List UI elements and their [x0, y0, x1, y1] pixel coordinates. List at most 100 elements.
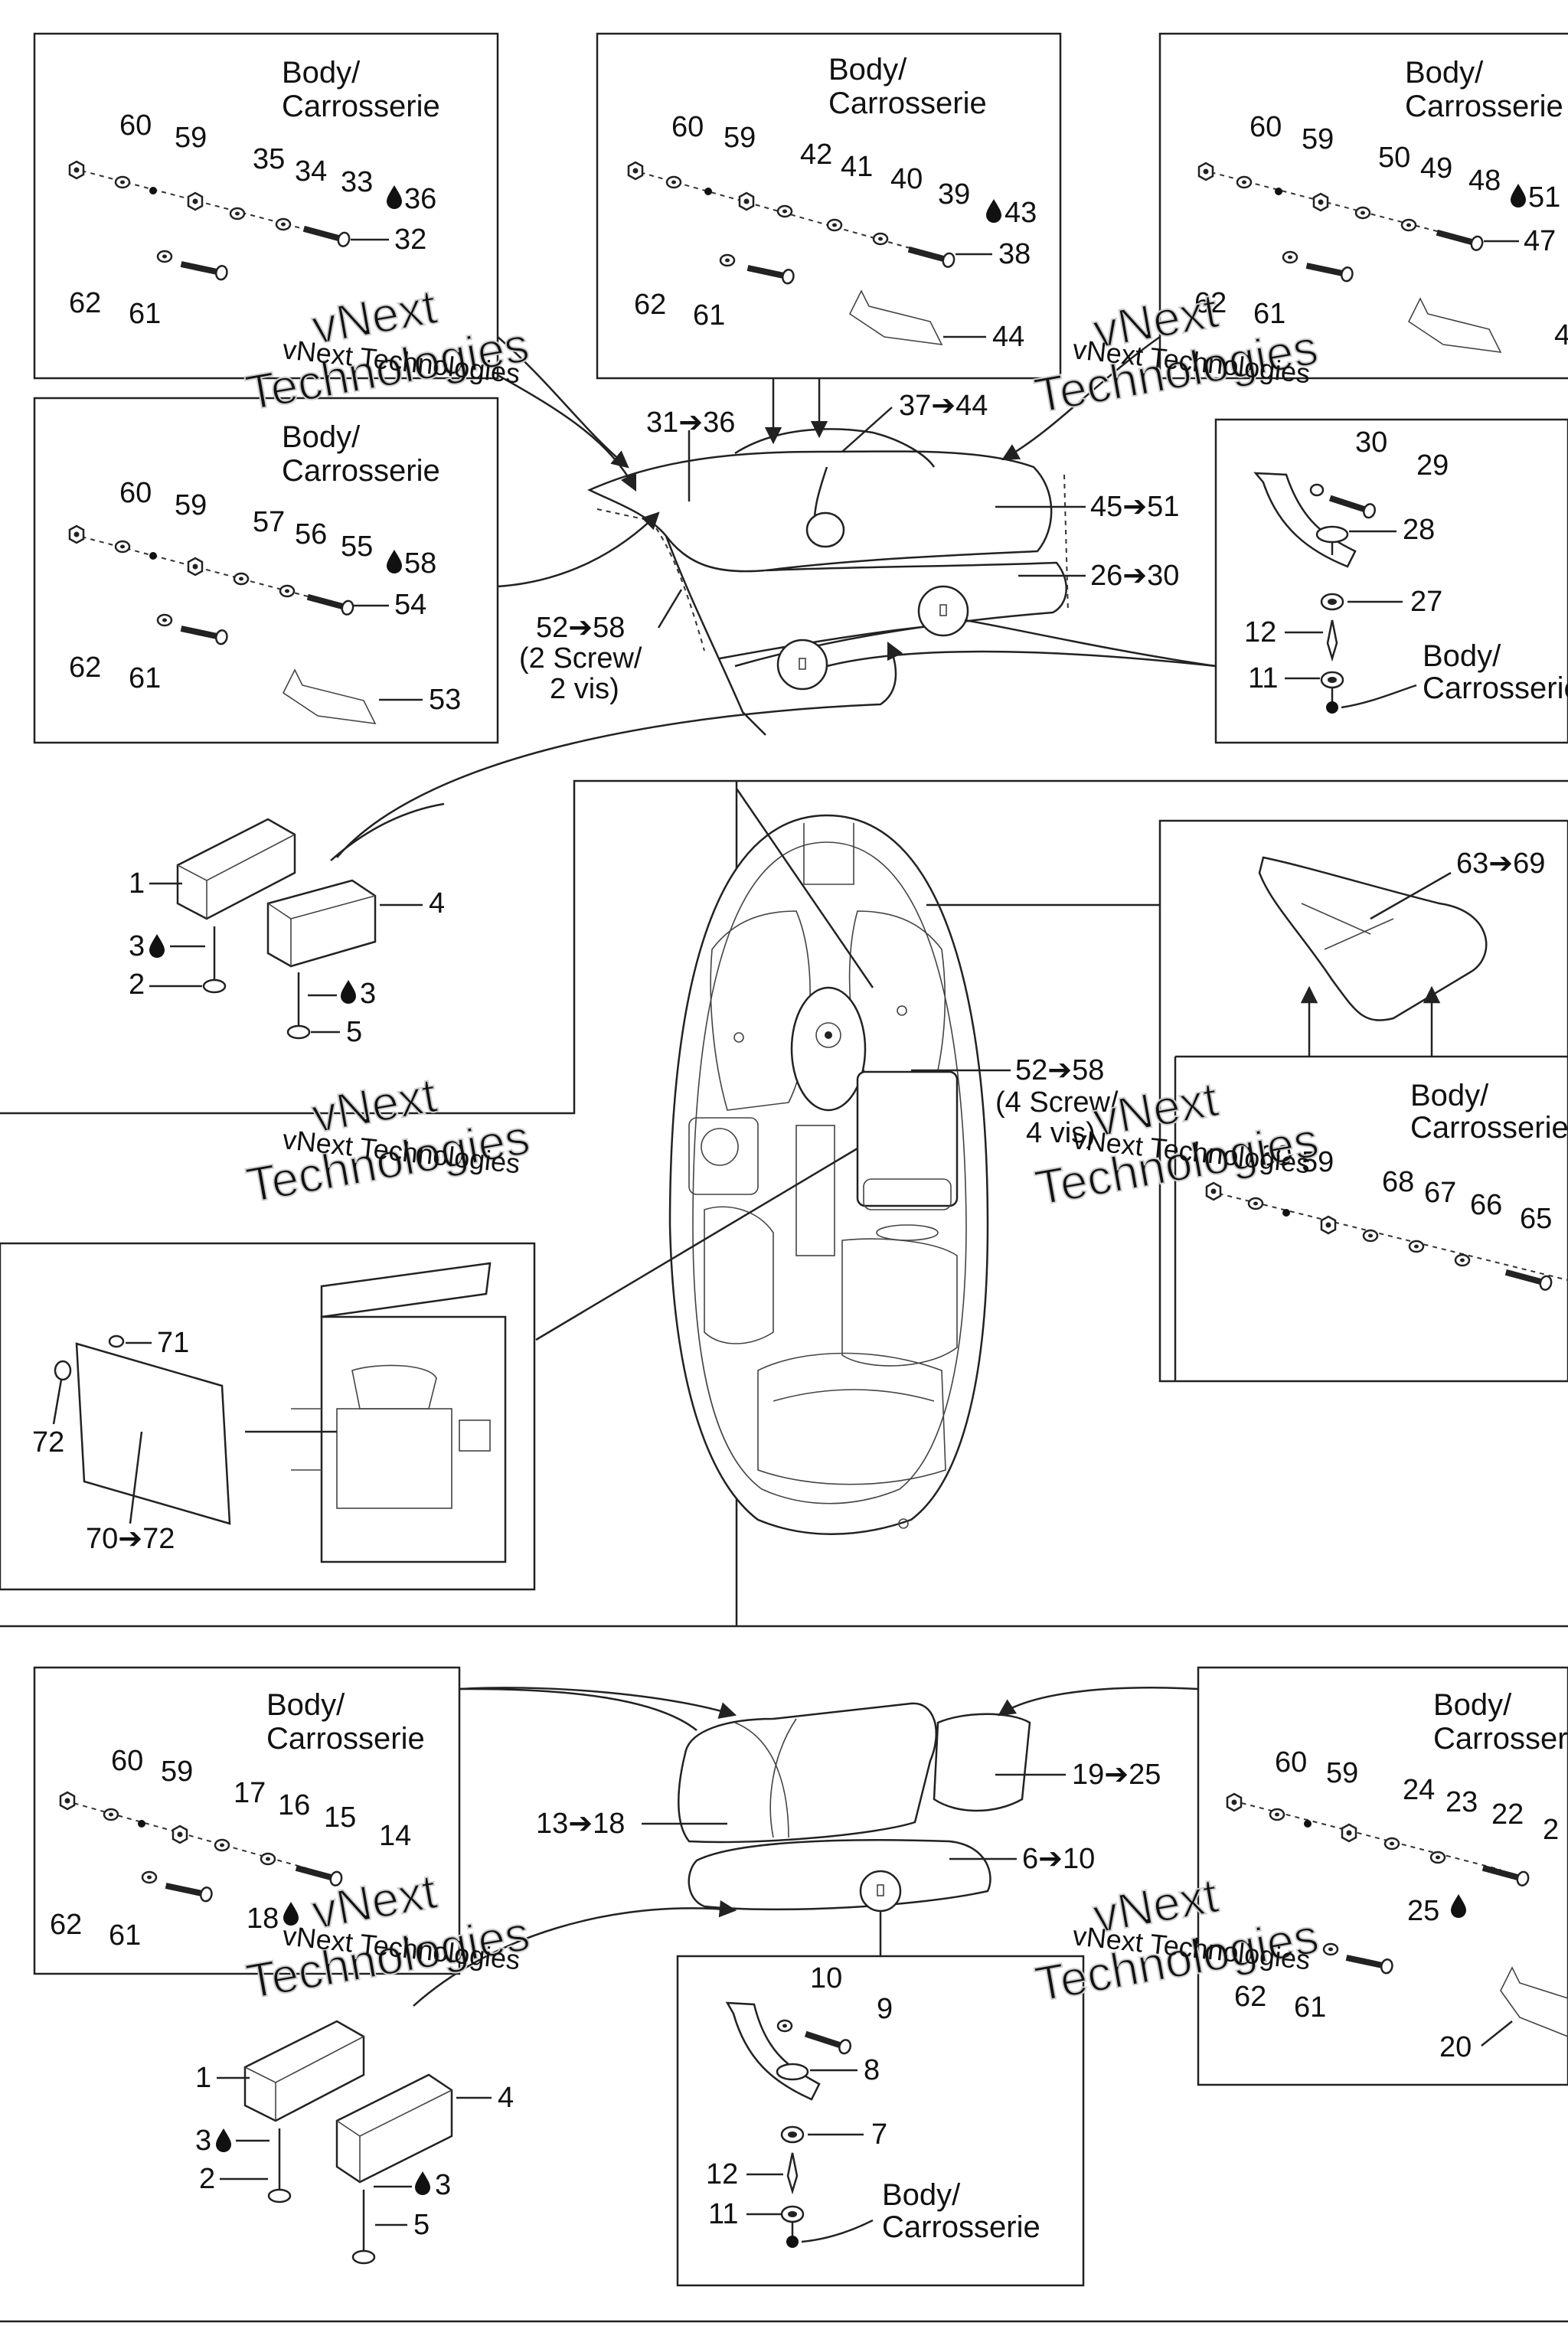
- svg-text:60: 60: [1250, 111, 1282, 143]
- body-label: Body/: [882, 2178, 961, 2212]
- svg-text:5: 5: [413, 2209, 430, 2241]
- svg-text:22: 22: [1491, 1798, 1524, 1831]
- svg-text:59: 59: [1326, 1757, 1358, 1789]
- svg-text:61: 61: [1294, 1991, 1326, 2024]
- svg-text:65: 65: [1520, 1203, 1552, 1235]
- svg-text:68: 68: [1382, 1166, 1414, 1198]
- range-26-30: 26➔30: [1090, 560, 1179, 592]
- svg-text:62: 62: [50, 1909, 82, 1941]
- body-label: Body/: [266, 1688, 345, 1722]
- svg-text:59: 59: [175, 122, 207, 154]
- svg-text:4: 4: [1554, 319, 1568, 351]
- boat-top-view: 52➔58 (4 Screw/ 4 vis): [535, 788, 1160, 1535]
- svg-text:3: 3: [360, 978, 376, 1010]
- svg-text:2: 2: [199, 2163, 215, 2195]
- svg-text:71: 71: [157, 1327, 189, 1359]
- range-70-72: 70➔72: [86, 1523, 175, 1555]
- svg-text:59: 59: [1302, 123, 1334, 155]
- body-label: Body/: [282, 420, 361, 454]
- two-screw-note-2: 2 vis): [550, 673, 619, 705]
- body-label: Body/: [1405, 56, 1484, 90]
- svg-text:50: 50: [1378, 142, 1410, 174]
- svg-text:28: 28: [1403, 514, 1435, 546]
- svg-text:62: 62: [1234, 1981, 1266, 2013]
- body-label: Body/: [828, 53, 907, 87]
- svg-text:3: 3: [129, 930, 145, 962]
- svg-text:41: 41: [841, 151, 873, 183]
- range-52-58-center: 52➔58: [1015, 1054, 1104, 1086]
- carrosserie-label: Carrosserie: [1433, 1722, 1568, 1756]
- svg-text:24: 24: [1403, 1774, 1435, 1806]
- svg-text:9: 9: [877, 1993, 893, 2025]
- svg-text:58: 58: [404, 547, 436, 580]
- svg-text:14: 14: [379, 1820, 411, 1852]
- four-screw-note: (4 Screw/: [995, 1086, 1119, 1119]
- bracket-detail-bottom: 1 3 2 4 3 5: [195, 2020, 514, 2265]
- svg-text:57: 57: [253, 506, 285, 538]
- range-45-51: 45➔51: [1090, 491, 1179, 523]
- svg-text:47: 47: [1524, 225, 1556, 257]
- leader-arrows-top: [336, 335, 1217, 858]
- svg-text:8: 8: [864, 2054, 880, 2086]
- svg-text:32: 32: [394, 224, 426, 256]
- svg-text:29: 29: [1416, 449, 1449, 482]
- carrosserie-label: Carrosserie: [1405, 90, 1563, 123]
- svg-text:11: 11: [1248, 662, 1278, 694]
- svg-text:61: 61: [129, 662, 161, 694]
- svg-text:33: 33: [341, 166, 373, 198]
- svg-text:4: 4: [498, 2082, 514, 2114]
- svg-text:62: 62: [69, 287, 101, 319]
- svg-text:44: 44: [992, 321, 1024, 353]
- svg-text:61: 61: [1253, 298, 1285, 330]
- carrosserie-label: Carrosserie: [266, 1722, 425, 1756]
- svg-text:60: 60: [671, 111, 704, 143]
- svg-text:61: 61: [129, 298, 161, 330]
- console-shroud-assembly: 31➔36 37➔44 45➔51 26➔30 52➔58 (2 Screw/ …: [519, 390, 1179, 736]
- range-31-36: 31➔36: [646, 407, 735, 439]
- svg-text:12: 12: [1244, 616, 1276, 648]
- svg-text:60: 60: [1275, 1746, 1307, 1779]
- bracket-detail-top: 1 3 2 4 3 5: [129, 802, 445, 1048]
- svg-text:54: 54: [394, 589, 426, 621]
- svg-text:12: 12: [706, 2158, 738, 2190]
- svg-text:55: 55: [341, 531, 373, 563]
- range-13-18: 13➔18: [536, 1808, 625, 1840]
- svg-text:72: 72: [32, 1426, 64, 1459]
- svg-text:2: 2: [1543, 1814, 1559, 1846]
- svg-text:59: 59: [1302, 1146, 1334, 1178]
- svg-text:66: 66: [1470, 1189, 1502, 1221]
- svg-text:10: 10: [810, 1962, 842, 1994]
- svg-text:59: 59: [175, 489, 207, 521]
- body-label: Body/: [282, 56, 361, 90]
- svg-text:39: 39: [938, 178, 970, 211]
- two-screw-note: (2 Screw/: [519, 642, 642, 675]
- svg-text:30: 30: [1355, 426, 1387, 459]
- svg-text:67: 67: [1424, 1177, 1456, 1209]
- svg-text:43: 43: [1004, 197, 1037, 229]
- watermark-vnext: vNext: [308, 1864, 441, 1939]
- svg-text:62: 62: [69, 652, 101, 684]
- range-63-69: 63➔69: [1456, 848, 1545, 880]
- svg-text:7: 7: [871, 2118, 887, 2151]
- svg-text:53: 53: [429, 684, 461, 716]
- svg-text:17: 17: [234, 1777, 266, 1809]
- range-52-58: 52➔58: [536, 612, 625, 644]
- svg-text:18: 18: [247, 1903, 279, 1935]
- svg-text:1: 1: [195, 2062, 211, 2094]
- body-label: Body/: [1433, 1688, 1512, 1722]
- svg-text:1: 1: [129, 867, 145, 900]
- seat-assembly: 13➔18 19➔25 6➔10: [413, 1687, 1199, 2007]
- carrosserie-label: Carrosserie: [282, 90, 440, 123]
- svg-text:25: 25: [1407, 1895, 1439, 1927]
- svg-text:15: 15: [324, 1802, 356, 1834]
- svg-text:23: 23: [1446, 1786, 1478, 1818]
- svg-text:4: 4: [429, 887, 445, 920]
- svg-text:27: 27: [1410, 586, 1442, 618]
- svg-text:59: 59: [161, 1756, 193, 1788]
